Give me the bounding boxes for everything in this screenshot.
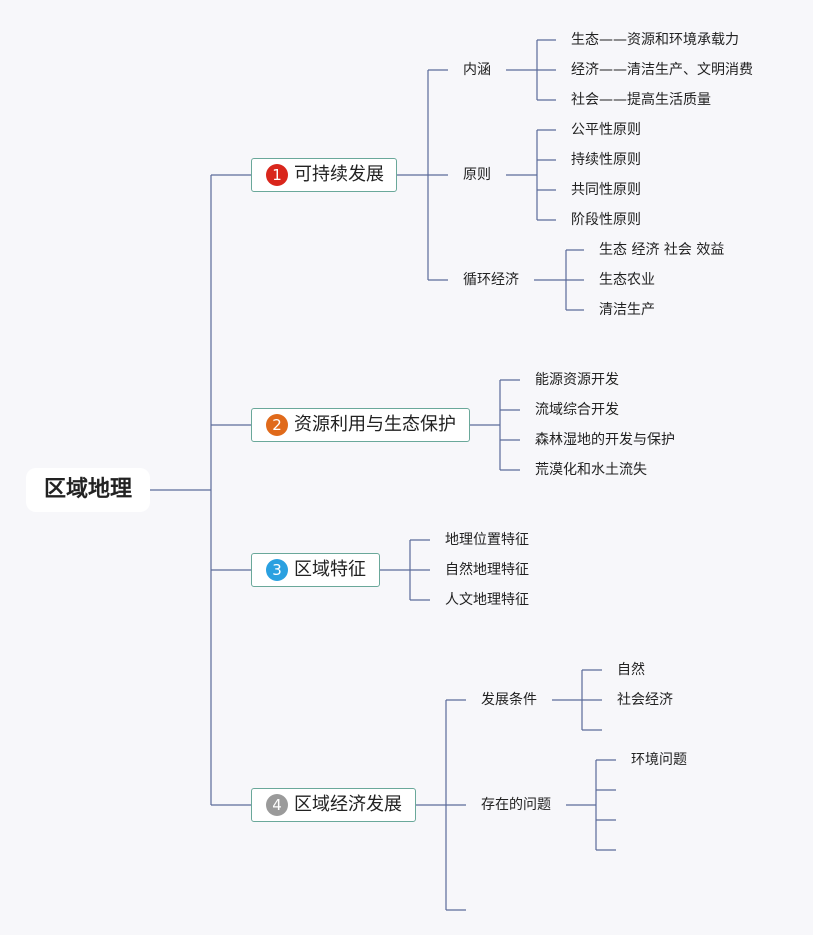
branch-resource-use[interactable]: 2 资源利用与生态保护 xyxy=(251,408,470,442)
leaf-node[interactable]: 自然地理特征 xyxy=(445,562,529,578)
leaf-node[interactable]: 公平性原则 xyxy=(571,122,641,138)
leaf-node[interactable]: 阶段性原则 xyxy=(571,212,641,228)
node-neihan[interactable]: 内涵 xyxy=(463,62,491,78)
leaf-node[interactable]: 持续性原则 xyxy=(571,152,641,168)
branch-regional-economy[interactable]: 4 区域经济发展 xyxy=(251,788,416,822)
number-badge: 2 xyxy=(266,414,288,436)
number-badge: 3 xyxy=(266,559,288,581)
branch-label: 区域特征 xyxy=(294,559,366,580)
leaf-node[interactable]: 地理位置特征 xyxy=(445,532,529,548)
root-node[interactable]: 区域地理 xyxy=(26,468,150,512)
leaf-node[interactable]: 经济——清洁生产、文明消费 xyxy=(571,62,753,78)
number-badge: 1 xyxy=(266,164,288,186)
leaf-node[interactable]: 荒漠化和水土流失 xyxy=(535,462,647,478)
leaf-node[interactable]: 社会经济 xyxy=(617,692,673,708)
leaf-node[interactable]: 环境问题 xyxy=(631,752,687,768)
leaf-node[interactable]: 自然 xyxy=(617,662,645,678)
node-tiaojian[interactable]: 发展条件 xyxy=(481,692,537,708)
leaf-node[interactable]: 人文地理特征 xyxy=(445,592,529,608)
leaf-node[interactable]: 共同性原则 xyxy=(571,182,641,198)
branch-sustainable-development[interactable]: 1 可持续发展 xyxy=(251,158,397,192)
leaf-node[interactable]: 能源资源开发 xyxy=(535,372,619,388)
leaf-node[interactable]: 社会——提高生活质量 xyxy=(571,92,711,108)
branch-label: 区域经济发展 xyxy=(294,794,402,815)
leaf-node[interactable]: 生态农业 xyxy=(599,272,655,288)
branch-regional-features[interactable]: 3 区域特征 xyxy=(251,553,380,587)
node-yuanze[interactable]: 原则 xyxy=(463,167,491,183)
leaf-node[interactable]: 森林湿地的开发与保护 xyxy=(535,432,675,448)
branch-label: 资源利用与生态保护 xyxy=(294,414,456,435)
leaf-node[interactable]: 生态 经济 社会 效益 xyxy=(599,242,725,258)
leaf-node[interactable]: 流域综合开发 xyxy=(535,402,619,418)
leaf-node[interactable]: 生态——资源和环境承载力 xyxy=(571,32,739,48)
node-xunhuan[interactable]: 循环经济 xyxy=(463,272,519,288)
branch-label: 可持续发展 xyxy=(294,164,384,185)
leaf-node[interactable]: 清洁生产 xyxy=(599,302,655,318)
number-badge: 4 xyxy=(266,794,288,816)
node-wenti[interactable]: 存在的问题 xyxy=(481,797,551,813)
